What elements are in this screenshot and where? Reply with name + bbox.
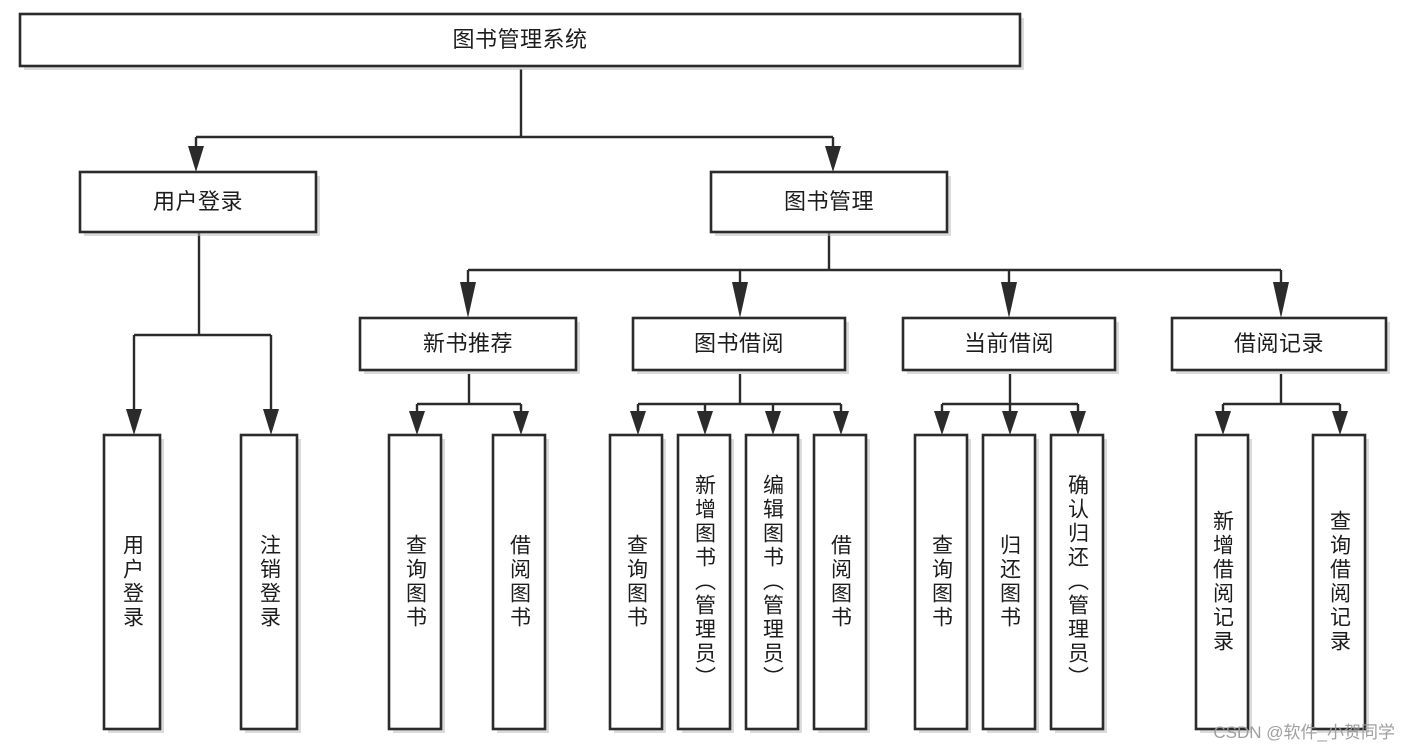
arrowhead-leaf-logout-login [263, 409, 279, 435]
node-boxes [18, 12, 1390, 733]
arrowhead-leaf-query-record [1332, 411, 1348, 435]
arrowhead-leaf-return-book [1002, 411, 1018, 435]
arrowhead-to-book-management [825, 146, 841, 172]
edges-root-to-level2 [188, 69, 841, 172]
box-leaf-query-books-1[interactable] [387, 433, 443, 731]
box-leaf-add-book[interactable] [676, 433, 732, 731]
edges-book-borrow-to-leaves [630, 374, 849, 435]
arrowhead-leaf-query-books-3 [934, 411, 950, 435]
arrowhead-leaf-user-login [126, 409, 142, 435]
box-book-borrow[interactable] [631, 316, 847, 372]
arrowhead-to-current-borrow [1001, 282, 1017, 318]
box-current-borrow[interactable] [901, 316, 1117, 372]
box-leaf-borrow-books-2[interactable] [812, 433, 868, 731]
arrowhead-leaf-add-book [697, 411, 713, 435]
box-leaf-add-record[interactable] [1194, 433, 1250, 731]
edges-book-management-to-level3 [460, 233, 1289, 318]
arrowhead-leaf-query-books-2 [630, 411, 646, 435]
arrowhead-to-new-book-recommend [460, 282, 476, 318]
arrowhead-leaf-query-books-1 [409, 411, 425, 435]
arrowhead-to-user-login [188, 146, 204, 172]
box-leaf-confirm-return[interactable] [1049, 433, 1105, 731]
arrowhead-leaf-confirm-return [1070, 411, 1086, 435]
box-leaf-query-books-3[interactable] [913, 433, 969, 731]
arrowhead-leaf-borrow-books-1 [513, 411, 529, 435]
arrowhead-to-borrow-record [1273, 282, 1289, 318]
box-user-login[interactable] [78, 170, 318, 234]
box-book-management[interactable] [709, 170, 949, 234]
edges-new-book-recommend-to-leaves [409, 374, 529, 435]
box-root[interactable] [18, 12, 1022, 68]
box-leaf-borrow-books-1[interactable] [491, 433, 547, 731]
box-leaf-query-books-2[interactable] [608, 433, 664, 731]
watermark-text: CSDN @软件_小贺同学 [1213, 723, 1395, 742]
arrowhead-leaf-edit-book [765, 411, 781, 435]
edges-user-login-to-leaves [126, 233, 279, 435]
arrowhead-leaf-borrow-books-2 [833, 411, 849, 435]
edges-borrow-record-to-leaves [1215, 374, 1348, 435]
box-leaf-return-book[interactable] [981, 433, 1037, 731]
edges-current-borrow-to-leaves [934, 374, 1086, 435]
box-leaf-logout-login[interactable] [239, 433, 299, 731]
box-borrow-record[interactable] [1170, 316, 1388, 372]
arrowhead-to-book-borrow [732, 282, 748, 318]
box-leaf-user-login[interactable] [102, 433, 162, 731]
arrowhead-leaf-add-record [1215, 411, 1231, 435]
box-new-book-recommend[interactable] [358, 316, 578, 372]
box-leaf-edit-book[interactable] [744, 433, 800, 731]
box-leaf-query-record[interactable] [1311, 433, 1367, 731]
